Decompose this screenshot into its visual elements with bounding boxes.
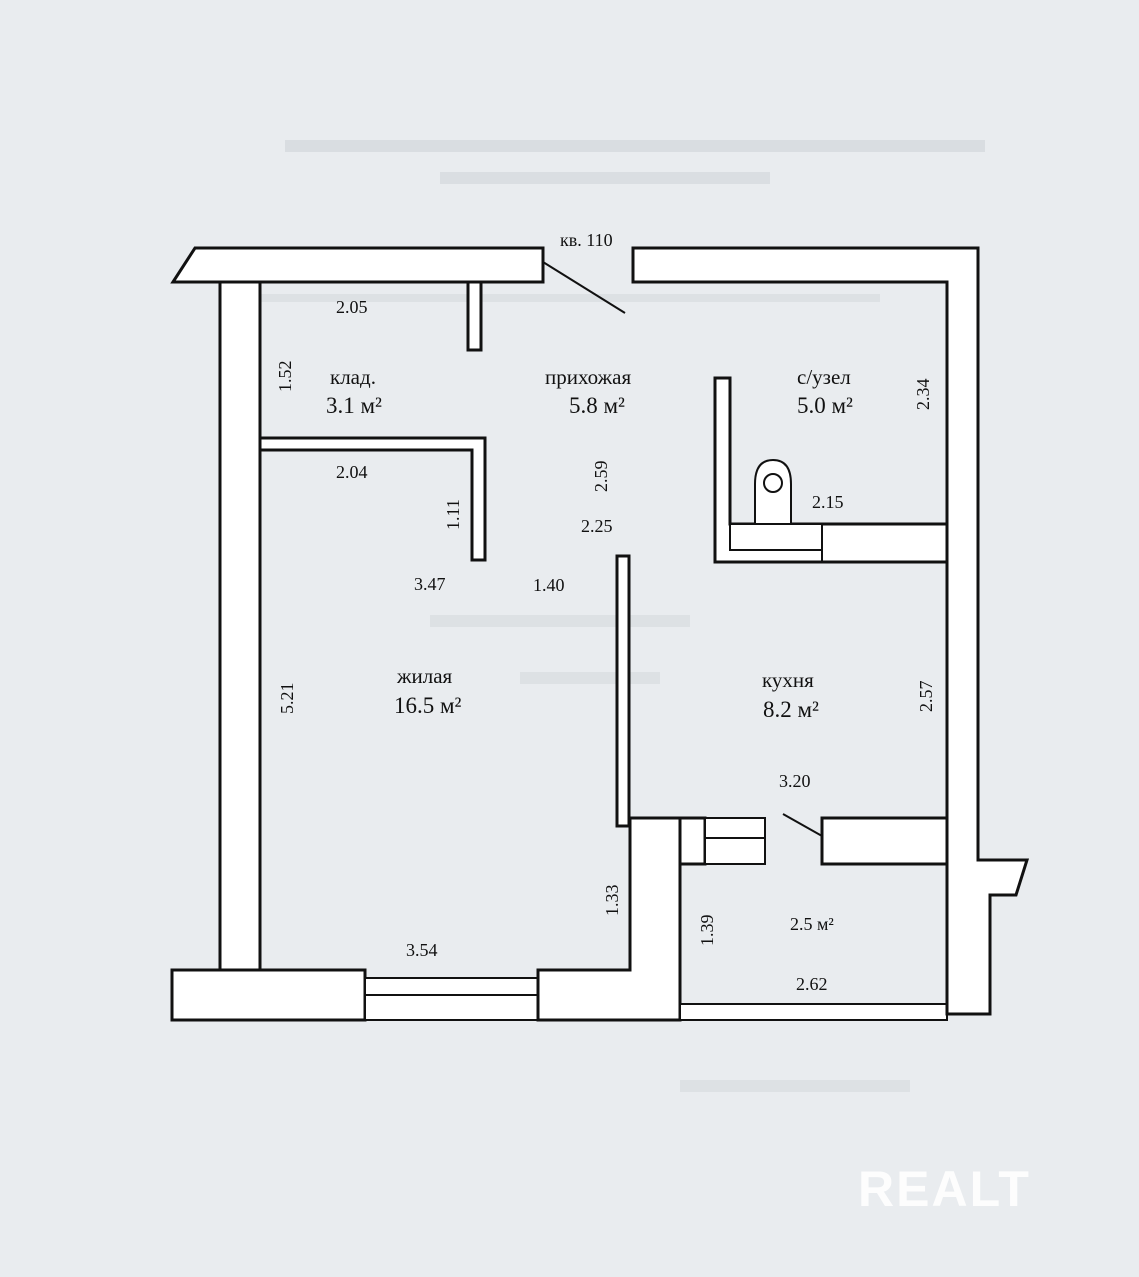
dim-living-top: 3.47	[414, 574, 446, 594]
walls	[170, 246, 1030, 1022]
bathroom-threshold	[729, 523, 823, 551]
dim-hallway-lower: 1.40	[533, 575, 565, 595]
bathroom-area: 5.0 м²	[797, 393, 853, 418]
realt-watermark-logo: REALT	[858, 1161, 1031, 1217]
entrance-door-swing	[542, 261, 626, 314]
dim-living-bottom: 3.54	[406, 940, 438, 960]
dim-storage-top: 2.05	[336, 297, 368, 317]
living-name: жилая	[396, 664, 453, 688]
dim-bathroom-width: 2.15	[812, 492, 844, 512]
dim-balcony-height: 1.39	[697, 915, 717, 947]
toilet-icon	[754, 458, 792, 525]
bathroom-name: с/узел	[797, 365, 851, 389]
partition-storage	[258, 436, 487, 562]
hallway-area: 5.8 м²	[569, 393, 625, 418]
wall-top-right	[631, 246, 1030, 1016]
wall-left	[218, 280, 262, 972]
dim-hallway-width: 2.25	[581, 516, 613, 536]
apartment-label: кв. 110	[560, 230, 613, 250]
dim-living-side: 1.33	[602, 885, 622, 917]
balcony-door	[704, 817, 766, 865]
dim-kitchen-width: 3.20	[779, 771, 811, 791]
hallway-name: прихожая	[545, 365, 631, 389]
storage-area: 3.1 м²	[326, 393, 382, 418]
kitchen-name: кухня	[762, 668, 814, 692]
dim-hallway-height: 2.59	[591, 461, 611, 493]
kitchen-area: 8.2 м²	[763, 697, 819, 722]
balcony-area: 2.5 м²	[790, 914, 834, 934]
dim-storage-height: 1.52	[275, 361, 295, 393]
balcony-glazing	[679, 1003, 948, 1021]
storage-name: клад.	[330, 365, 376, 389]
partition-hallway-living	[615, 554, 631, 828]
dim-balcony-width: 2.62	[796, 974, 828, 994]
dim-kitchen-height: 2.57	[916, 681, 936, 713]
wall-top-left	[170, 246, 545, 286]
dim-bathroom-height: 2.34	[913, 379, 933, 411]
dim-storage-bottom: 2.04	[336, 462, 368, 482]
dim-living-height: 5.21	[277, 683, 297, 715]
wall-bottom-left	[170, 968, 367, 1022]
window-living	[364, 977, 539, 1021]
wall-living-kitchen-lower	[630, 816, 707, 866]
partition-post	[466, 280, 483, 352]
wall-kitchen-bottom	[820, 816, 949, 866]
living-area: 16.5 м²	[394, 693, 462, 718]
dim-storage-side: 1.11	[443, 499, 463, 530]
balcony-door-swing	[782, 813, 823, 837]
